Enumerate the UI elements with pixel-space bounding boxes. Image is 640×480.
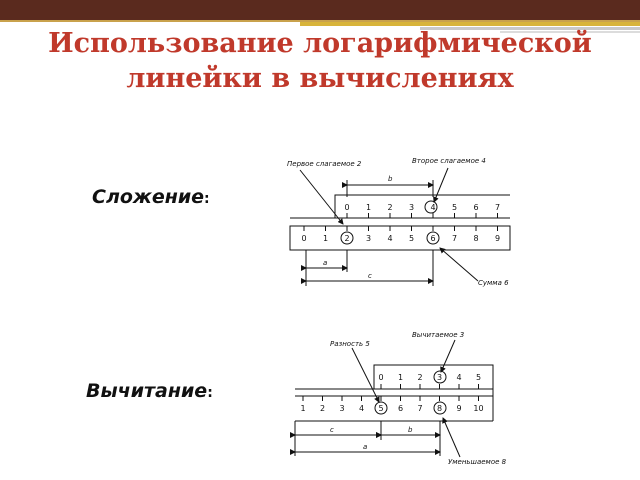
sub-seg-b: b	[408, 426, 413, 434]
add-seg-a: a	[323, 259, 327, 267]
sub-top-scale-number: 5	[476, 373, 481, 382]
add-circle-4	[424, 200, 438, 214]
subtraction-label-colon: :	[207, 385, 213, 401]
add-bottom-scale-number: 4	[387, 234, 392, 243]
sub-circle-8	[433, 401, 447, 415]
add-leader-second	[433, 167, 449, 203]
sub-bottom-scale-number: 7	[417, 404, 422, 413]
accent-stripe-grey	[420, 27, 640, 30]
add-bottom-scale-number: 6	[430, 234, 435, 243]
add-callout-first: Первое слагаемое 2	[287, 160, 362, 168]
sub-seg-a: a	[363, 443, 367, 451]
accent-stripe-gold	[300, 22, 640, 26]
add-seg-b: b	[388, 175, 393, 183]
sub-slide-body	[373, 364, 494, 389]
sub-leader-diff	[351, 347, 380, 403]
sub-top-scale-number: 1	[398, 373, 403, 382]
add-top-scale-number: 0	[344, 203, 349, 212]
sub-callout-subtrahend: Вычитаемое 3	[412, 331, 464, 339]
sub-top-scale-number: 2	[417, 373, 422, 382]
top-bar	[0, 0, 640, 20]
subtraction-slide-rule-figure	[290, 339, 494, 458]
add-top-scale-number: 5	[452, 203, 457, 212]
subtraction-label: Вычитание:	[86, 380, 213, 402]
addition-label-text: Сложение	[92, 186, 205, 208]
add-top-scale-number: 7	[495, 203, 500, 212]
sub-bottom-scale-number: 1	[300, 404, 305, 413]
sub-leader-minuend	[442, 417, 461, 458]
add-top-scale-number: 2	[387, 203, 392, 212]
sub-top-scale-number: 0	[378, 373, 383, 382]
subtraction-figure-text: Разность 5 Вычитаемое 3 Уменьшаемое 8 c …	[300, 331, 506, 466]
add-bottom-stock	[289, 225, 511, 251]
sub-bottom-scale-number: 6	[398, 404, 403, 413]
add-seg-c: c	[368, 272, 372, 280]
add-bottom-scale-number: 5	[409, 234, 414, 243]
sub-bottom-scale-number: 2	[320, 404, 325, 413]
sub-bottom-scale-number: 10	[473, 404, 483, 413]
sub-bottom-scale-number: 5	[378, 404, 383, 413]
sub-top-scale-number: 4	[456, 373, 461, 382]
add-leader-sum	[439, 247, 479, 282]
add-bottom-scale-number: 0	[301, 234, 306, 243]
add-top-scale-number: 4	[430, 203, 435, 212]
sub-bottom-scale-number: 3	[339, 404, 344, 413]
add-bottom-scale-number: 2	[344, 234, 349, 243]
add-callout-second: Второе слагаемое 4	[412, 157, 486, 165]
addition-label: Сложение:	[92, 186, 210, 208]
sub-circle-5	[374, 401, 388, 415]
sub-bottom-scale-number: 4	[359, 404, 364, 413]
sub-circle-3	[433, 370, 447, 384]
add-bottom-scale-number: 3	[366, 234, 371, 243]
addition-label-colon: :	[204, 191, 210, 207]
add-slide-body	[334, 194, 510, 218]
addition-figure-text: Первое слагаемое 2 Второе слагаемое 4 Су…	[287, 157, 509, 287]
add-bottom-scale-number: 9	[495, 234, 500, 243]
accent-stripe-light	[500, 31, 640, 33]
sub-bottom-scale-number: 8	[437, 404, 442, 413]
add-bottom-scale-number: 7	[452, 234, 457, 243]
sub-bottom-scale-number: 9	[456, 404, 461, 413]
add-bottom-scale-number: 8	[473, 234, 478, 243]
add-top-scale-number: 1	[366, 203, 371, 212]
add-circle-2	[340, 231, 354, 245]
add-leader-first	[299, 169, 344, 225]
add-callout-sum: Сумма 6	[478, 279, 509, 287]
add-circle-6	[426, 231, 440, 245]
slide-title: Использование логарифмической линейки в …	[48, 28, 592, 94]
addition-slide-rule-figure	[289, 167, 511, 286]
sub-callout-diff: Разность 5	[330, 340, 370, 348]
subtraction-label-text: Вычитание	[86, 380, 208, 402]
sub-top-scale-number: 3	[437, 373, 442, 382]
sub-callout-minuend: Уменьшаемое 8	[448, 458, 507, 466]
sub-leader-subtrahend	[440, 339, 456, 373]
add-top-scale-number: 3	[409, 203, 414, 212]
add-bottom-scale-number: 1	[323, 234, 328, 243]
top-bar-rule	[0, 20, 640, 22]
sub-seg-c: c	[330, 426, 334, 434]
add-top-scale-number: 6	[473, 203, 478, 212]
